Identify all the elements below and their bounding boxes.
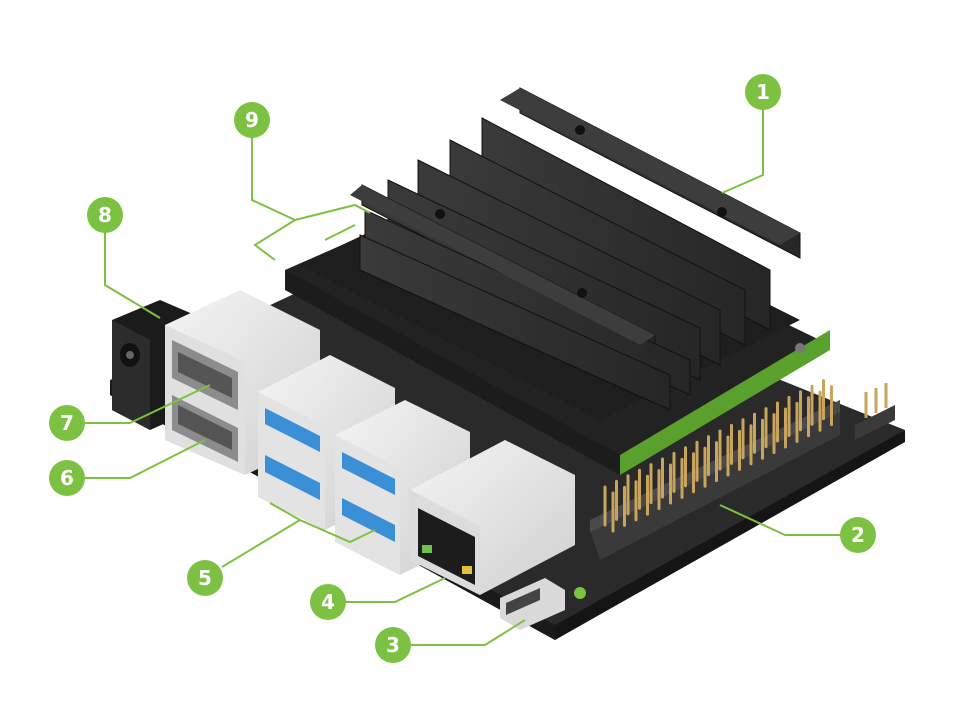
micro-usb-port [500, 578, 565, 630]
usb-stack-right [335, 400, 470, 575]
callout-badge [87, 197, 123, 233]
leader-line-1 [721, 108, 764, 194]
callout-badge [49, 460, 85, 496]
usb3-ports [258, 355, 470, 575]
callout-4-ethernet-port: 4 [310, 584, 346, 620]
gpio-header [590, 379, 840, 560]
callout-number: 6 [60, 466, 74, 490]
callout-2-gpio-header: 2 [840, 517, 876, 553]
leader-line-3 [410, 619, 526, 646]
callout-badge [840, 517, 876, 553]
callout-8-dc-barrel-jack: 8 [87, 197, 123, 233]
callout-number: 3 [386, 633, 400, 657]
hdmi-port [172, 395, 238, 462]
callout-number: 1 [756, 80, 770, 104]
callout-number: 7 [60, 411, 74, 435]
leader-line-7 [85, 384, 211, 424]
callout-6-hdmi-port: 6 [49, 460, 85, 496]
jumper-header [855, 383, 895, 440]
callout-5-usb3-ports: 5 [187, 560, 223, 596]
callout-9-mipi-csi-connectors: 9 [234, 102, 270, 138]
leader-line-9 [251, 137, 371, 261]
displayport [172, 340, 238, 410]
callout-3-micro-usb-port: 3 [375, 627, 411, 663]
callout-number: 9 [245, 108, 259, 132]
callout-number: 2 [851, 523, 865, 547]
callout-badge [49, 405, 85, 441]
ethernet-port [410, 440, 575, 595]
callout-7-displayport: 7 [49, 405, 85, 441]
leader-line-4 [345, 577, 446, 603]
leader-line-8 [104, 232, 161, 319]
callout-badge [310, 584, 346, 620]
leader-line-2 [719, 504, 842, 536]
callout-badge [745, 74, 781, 110]
callout-number: 8 [98, 203, 112, 227]
callout-badge [234, 102, 270, 138]
callout-badge [187, 560, 223, 596]
callout-badge [375, 627, 411, 663]
callout-number: 5 [198, 566, 212, 590]
leader-line-6 [85, 439, 206, 479]
heatsink [300, 87, 801, 420]
callout-1-heatsink: 1 [745, 74, 781, 110]
leader-line-5 [221, 502, 376, 568]
callout-number: 4 [321, 590, 335, 614]
led-indicator [574, 587, 586, 599]
